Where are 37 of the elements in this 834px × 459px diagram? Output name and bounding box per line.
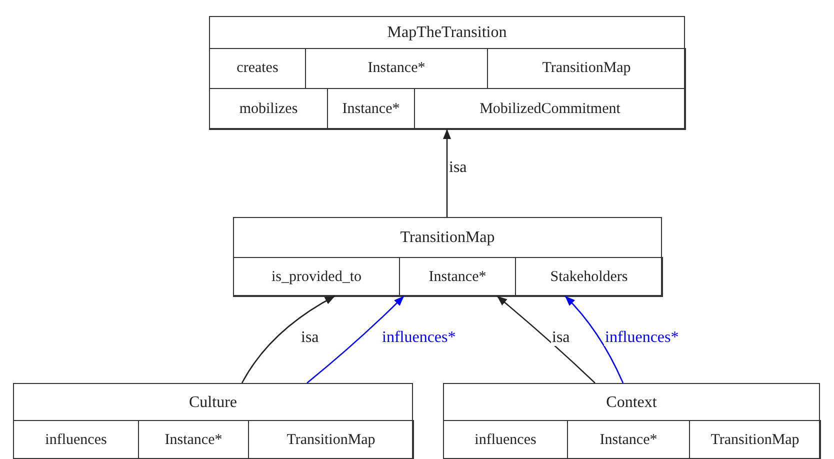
class-table [443, 383, 820, 459]
cell-text: Instance* [368, 59, 426, 78]
cell-text: TransitionMap [710, 430, 800, 450]
arrow [443, 129, 451, 217]
table-cell [233, 257, 400, 297]
cell-text: Instance* [164, 430, 222, 450]
class-table [233, 217, 662, 296]
arrow [564, 296, 624, 384]
table-cell [487, 48, 686, 89]
edge-label: isa [551, 330, 571, 346]
class-table [209, 16, 685, 129]
table-title: MapTheTransition [387, 23, 507, 43]
cell-text: is_provided_to [272, 268, 362, 287]
class-table [13, 383, 413, 459]
table-cell [248, 420, 414, 459]
arrow [241, 295, 336, 384]
table-cell [689, 420, 821, 459]
edge-label: influences* [604, 330, 680, 346]
table-title: Culture [189, 392, 237, 412]
cell-text: MobilizedCommitment [480, 100, 620, 119]
cell-text: Instance* [342, 100, 400, 119]
table-title: Context [606, 392, 657, 412]
cell-text: Stakeholders [550, 268, 628, 287]
table-cell [414, 88, 686, 130]
cell-text: mobilizes [239, 100, 298, 119]
cell-text: Instance* [600, 430, 658, 450]
cell-text: creates [236, 59, 278, 78]
arrow [306, 296, 404, 384]
cell-text: influences [474, 430, 536, 450]
cell-text: TransitionMap [286, 430, 376, 450]
table-title: TransitionMap [400, 228, 495, 248]
cell-text: influences [45, 430, 107, 450]
cell-text: Instance* [428, 268, 486, 287]
table-cell [515, 257, 663, 297]
arrow [496, 296, 596, 384]
table-cell [399, 257, 516, 297]
cell-text: TransitionMap [542, 59, 631, 78]
